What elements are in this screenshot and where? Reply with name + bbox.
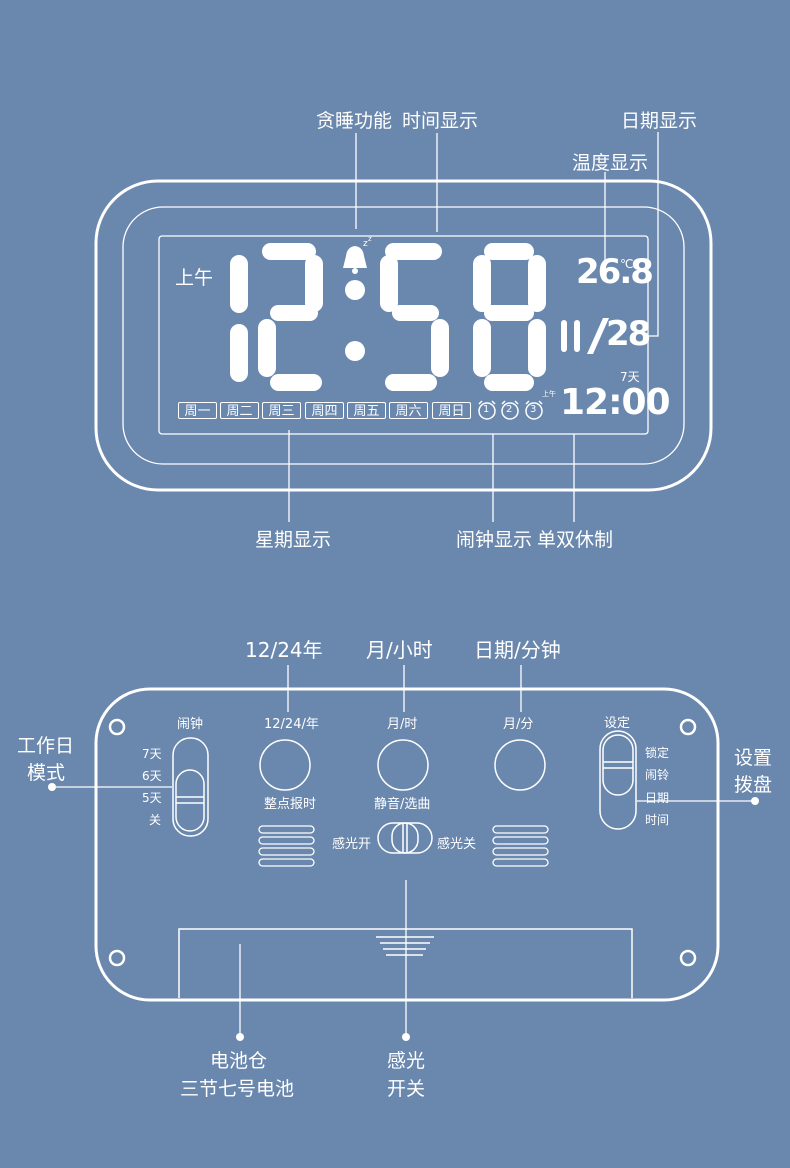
alarm-slot-1: 1 (483, 404, 490, 415)
weekday-sun: 周日 (432, 402, 471, 419)
date-digits (561, 318, 609, 354)
weekday-sat: 周六 (389, 402, 428, 419)
label-workday-mode-1: 工作日 (17, 735, 75, 757)
light-sensor-switch (377, 822, 433, 854)
lcd-workday-mode: 7天 (620, 370, 640, 384)
btn2-label: 月/时 (387, 717, 418, 732)
weekday-mon: 周一 (178, 402, 217, 419)
label-workday: 单双休制 (537, 529, 614, 551)
svg-text:z: z (368, 235, 372, 243)
lcd-am-indicator: 上午 (175, 267, 214, 289)
label-time-display: 时间显示 (402, 110, 479, 132)
alarm-switch-title: 闹钟 (177, 717, 204, 732)
label-btn2-top: 月/小时 (366, 638, 433, 662)
settings-option-time: 时间 (645, 813, 670, 827)
btn1-label: 12/24/年 (264, 717, 319, 732)
snooze-bell-icon: z z (343, 235, 372, 274)
alarm-option-5: 5天 (142, 791, 162, 805)
alarm-icons (478, 400, 543, 420)
label-battery-1: 电池仓 (210, 1050, 268, 1072)
weekday-wed: 周三 (262, 402, 301, 419)
label-temp-display: 温度显示 (572, 152, 649, 174)
lcd-temperature: 26.8 (576, 252, 654, 292)
light-on-label: 感光开 (332, 837, 372, 852)
back-panel-frame (94, 687, 720, 1002)
label-week-display: 星期显示 (255, 529, 332, 551)
btn3-label: 月/分 (503, 717, 534, 732)
label-settings-dial-1: 设置 (734, 747, 773, 769)
lcd-alarm-am: 上午 (542, 390, 556, 398)
settings-title: 设定 (604, 716, 631, 731)
label-snooze: 贪睡功能 (316, 110, 393, 132)
btn1-sub: 整点报时 (264, 797, 317, 812)
label-battery-2: 三节七号电池 (180, 1078, 295, 1100)
button-month-hour (377, 739, 429, 791)
alarm-option-off: 关 (149, 813, 162, 827)
big-time-digits (230, 243, 546, 391)
light-off-label: 感光关 (437, 837, 477, 852)
settings-option-date: 日期 (645, 791, 670, 805)
settings-slide-switch (599, 730, 637, 830)
label-light-sensor-2: 开关 (387, 1078, 426, 1100)
alarm-slot-2: 2 (506, 404, 513, 415)
clock-front-diagram: z z (94, 132, 713, 522)
label-date-display: 日期显示 (621, 110, 698, 132)
btn2-sub: 静音/选曲 (374, 797, 431, 812)
svg-text:z: z (363, 239, 368, 249)
weekday-thu: 周四 (305, 402, 344, 419)
lcd-alarm-time: 12:00 (560, 382, 671, 423)
alarm-option-7: 7天 (142, 747, 162, 761)
lcd-screen (158, 235, 649, 435)
label-alarm-display: 闹钟显示 (456, 529, 533, 551)
label-btn3-top: 日期/分钟 (474, 638, 561, 662)
weekday-tue: 周二 (220, 402, 259, 419)
label-settings-dial-2: 拨盘 (734, 774, 773, 796)
settings-option-alarm: 闹铃 (645, 768, 670, 782)
label-workday-mode-2: 模式 (27, 762, 66, 784)
alarm-slide-switch (172, 737, 209, 837)
settings-option-lock: 锁定 (645, 746, 670, 760)
lcd-date-day: 28 (606, 314, 651, 354)
button-12-24-year (259, 739, 311, 791)
label-btn1-top: 12/24年 (245, 638, 323, 662)
clock-inner-frame (122, 206, 685, 465)
clock-back-diagram (48, 665, 759, 1041)
alarm-slot-3: 3 (530, 404, 537, 415)
clock-outer-frame (94, 179, 713, 492)
screw-holes (108, 718, 697, 967)
label-light-sensor-1: 感光 (387, 1050, 426, 1072)
alarm-option-6: 6天 (142, 769, 162, 783)
speaker-grilles (258, 825, 549, 867)
lcd-temp-unit: ℃ (620, 257, 634, 271)
weekday-fri: 周五 (347, 402, 386, 419)
button-month-minute (494, 739, 546, 791)
